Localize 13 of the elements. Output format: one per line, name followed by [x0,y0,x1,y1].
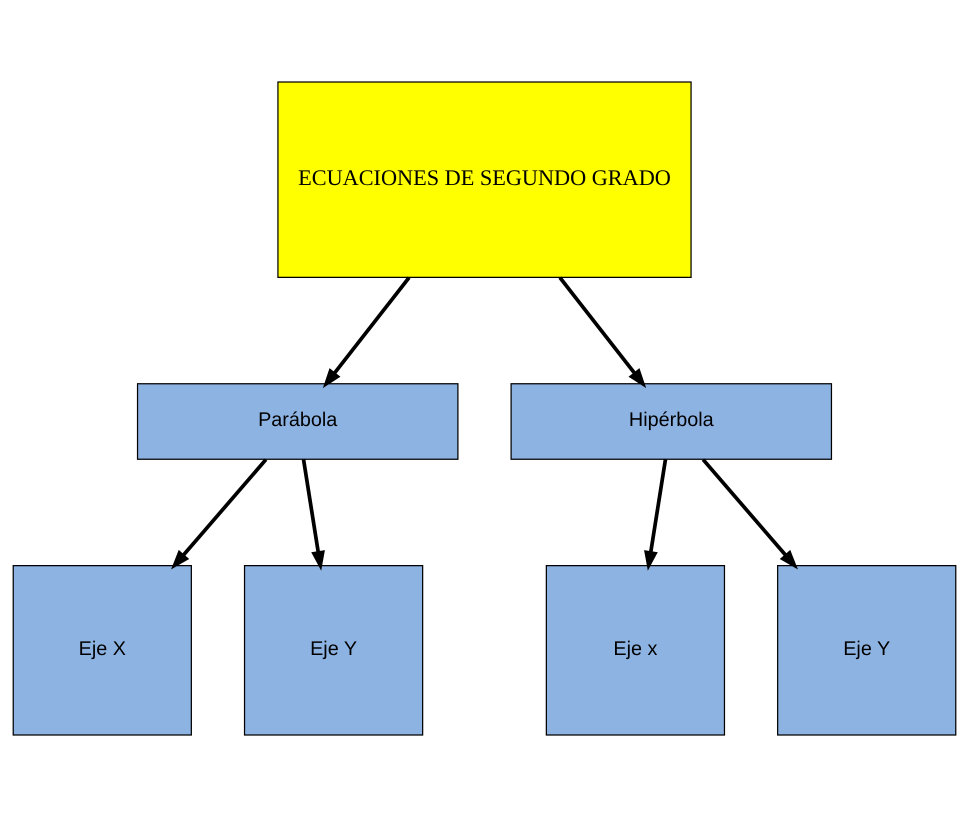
node-box: Eje Y [244,564,424,736]
arrow [171,458,268,569]
node-box: Eje x [546,564,726,736]
arrow [302,458,325,570]
node-box: Hipérbola [510,382,832,460]
arrow [702,458,798,569]
arrow [558,276,646,388]
arrow [644,458,668,570]
arrow [322,276,411,388]
node-box: ECUACIONES DE SEGUNDO GRADO [277,80,692,278]
node-box: Eje X [12,564,192,736]
node-box: Parábola [136,382,459,460]
node-box: Eje Y [777,564,956,736]
